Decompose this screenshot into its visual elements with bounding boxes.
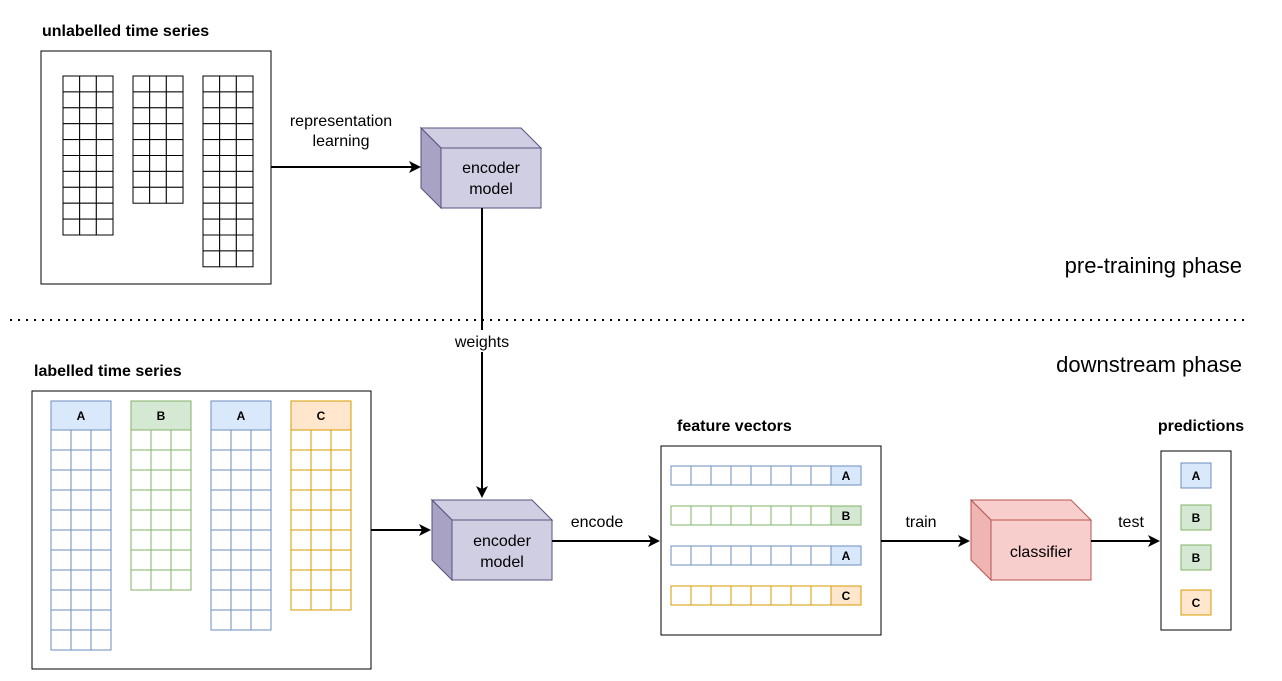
feature-vector-1: A [670,465,862,486]
series-label-3: A [237,409,246,423]
unlabelled-series-2 [132,75,184,204]
prediction-label-4: C [1192,596,1201,610]
feature-label-2: B [842,509,851,523]
feature-label-1: A [842,469,851,483]
representation-label: representation [290,113,392,130]
feature-vector-2: B [670,505,862,526]
unlabelled-series-group [62,75,254,268]
predictions-title: predictions [1158,418,1244,435]
prediction-label-1: A [1192,469,1201,483]
encoder-bottom-label-2: model [480,554,524,571]
weights-label: weights [454,334,509,351]
feature-vector-3: A [670,545,862,566]
train-label: train [905,514,936,531]
prediction-label-3: B [1192,551,1201,565]
encoder-model-bottom: encoder model [430,498,554,582]
test-label: test [1118,514,1144,531]
series-label-4: C [317,409,326,423]
encoder-top-label-2: model [469,181,513,198]
prediction-label-2: B [1192,511,1201,525]
classifier-model: classifier [969,498,1093,582]
encoder-model-top: encoder model [419,126,543,210]
series-label-2: B [157,409,166,423]
prediction-2: B [1180,504,1212,531]
downstream-phase-label: downstream phase [1056,352,1242,377]
series-label-1: A [77,409,86,423]
unlabelled-series-1 [62,75,114,236]
feature-vectors-title: feature vectors [677,418,792,435]
learning-label: learning [313,133,370,150]
prediction-4: C [1180,589,1212,616]
prediction-1: A [1180,462,1212,489]
unlabelled-title: unlabelled time series [42,23,209,40]
prediction-3: B [1180,544,1212,571]
weights-label-bg [446,330,518,352]
encode-label: encode [571,514,624,531]
predictions-group: A B B C [1180,462,1212,616]
labelled-title: labelled time series [34,363,182,380]
feature-label-3: A [842,549,851,563]
labelled-series-1: A [50,400,112,651]
feature-vector-4: C [670,585,862,606]
feature-vectors-group: A B A C [670,465,862,606]
encoder-bottom-label-1: encoder [473,533,531,550]
unlabelled-series-3 [202,75,254,268]
pretraining-phase-label: pre-training phase [1065,253,1242,278]
classifier-label: classifier [1010,544,1073,561]
feature-label-4: C [842,589,851,603]
labelled-series-4: C [290,400,352,611]
encoder-top-label-1: encoder [462,160,520,177]
labelled-series-3: A [210,400,272,631]
labelled-series-2: B [130,400,192,591]
